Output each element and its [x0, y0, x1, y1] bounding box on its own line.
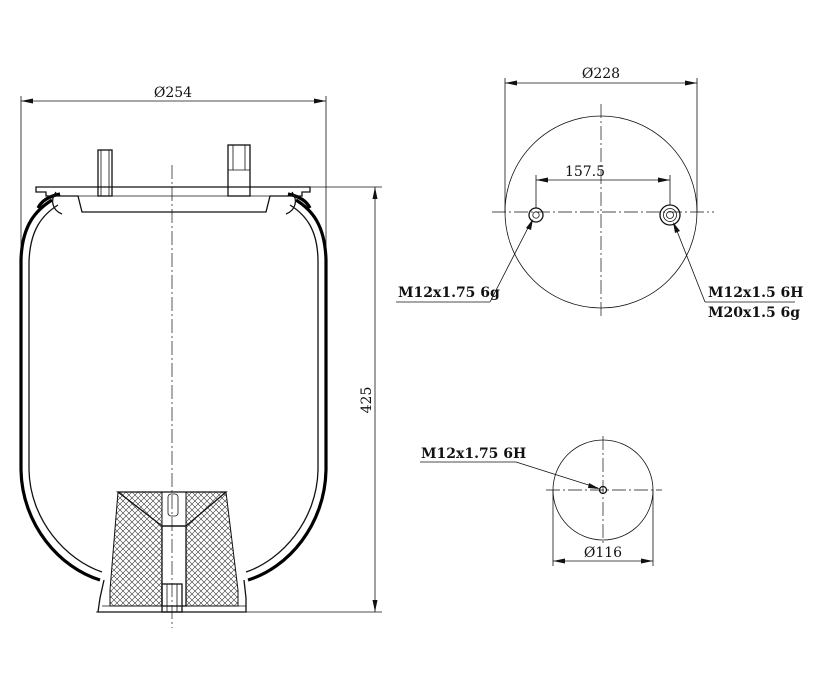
piston-slot: [167, 493, 179, 517]
right-thread-leader: [674, 225, 706, 303]
left-bolt-hole: [528, 207, 544, 223]
left-bead: [36, 192, 61, 209]
bottom-diameter-label: Ø116: [584, 545, 622, 561]
left-thread-label: M12x1.75 6g: [398, 285, 500, 301]
bellows-outer-wall: [19, 198, 328, 582]
left-stud-thread: [100, 150, 110, 196]
right-bolt-hole: [659, 204, 681, 226]
right-bead: [287, 192, 312, 209]
piston-knurl-right: [185, 491, 239, 607]
right-bead-roll: [285, 191, 297, 215]
top-view: Ø228 157.5 M12x1.75 6g M12x1.5 6H M20x1.…: [396, 66, 804, 321]
left-bolt-hole-inner: [532, 211, 540, 219]
left-thread-leader: [489, 221, 532, 303]
top-plate: [35, 186, 311, 213]
piston-knurl-left: [109, 491, 163, 607]
right-thread-label-2: M20x1.5 6g: [708, 305, 800, 321]
piston-base: [96, 605, 250, 613]
left-stud: [97, 149, 113, 197]
bolt-spacing-label: 157.5: [565, 164, 605, 180]
side-diameter-label: Ø254: [154, 85, 192, 101]
piston-nut-thread: [166, 584, 178, 612]
bellows-inner-wall: [28, 204, 319, 573]
side-view: Ø254 425: [19, 85, 382, 628]
bottom-thread-label: M12x1.75 6H: [421, 446, 526, 462]
piston-center-bore: [161, 525, 187, 607]
right-stud: [227, 144, 251, 197]
right-thread-label-1: M12x1.5 6H: [708, 285, 804, 301]
right-stud-thread: [228, 145, 250, 171]
bottom-view: M12x1.75 6H Ø116: [420, 436, 662, 566]
right-bolt-hole-inner: [666, 211, 674, 219]
side-height-label: 425: [359, 387, 375, 414]
bottom-thread-leader: [515, 461, 599, 489]
right-bolt-hole-mid: [663, 208, 677, 222]
top-diameter-label: Ø228: [582, 66, 620, 82]
left-bead-roll: [51, 191, 63, 215]
